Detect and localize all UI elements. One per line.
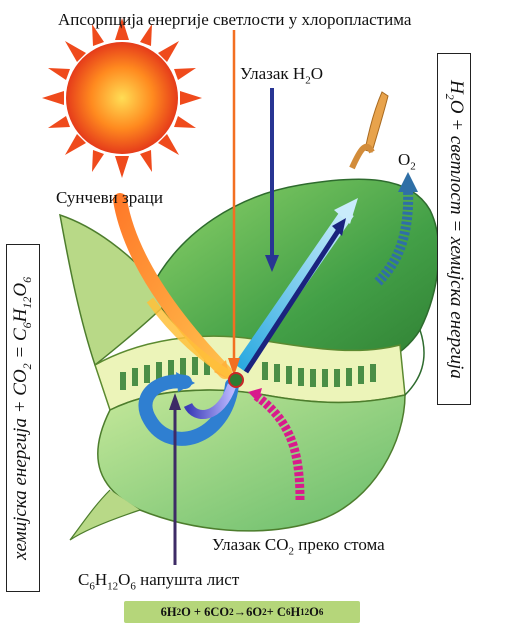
water-in-label: Улазак H2O [240, 64, 323, 86]
left-equation-box: хемијска енергија + CO2 = C6H12O6 [6, 244, 40, 592]
oxygen-label: O2 [398, 150, 416, 172]
title-label: Апсорпција енергије светлости у хлоропла… [58, 10, 411, 30]
right-equation-text: H2O + светлост = хемијска енергија [442, 80, 467, 379]
leaf-stem [365, 92, 388, 152]
chloroplast-marker [229, 373, 243, 387]
sun-rays-label: Сунчеви зраци [56, 188, 163, 208]
left-equation-text: хемијска енергија + CO2 = C6H12O6 [11, 276, 36, 559]
right-equation-box: H2O + светлост = хемијска енергија [437, 53, 471, 405]
co2-in-label: Улазак CO2 преко стома [212, 535, 385, 557]
glucose-out-label: C6H12O6 напушта лист [78, 570, 239, 592]
sun-icon [42, 18, 202, 178]
